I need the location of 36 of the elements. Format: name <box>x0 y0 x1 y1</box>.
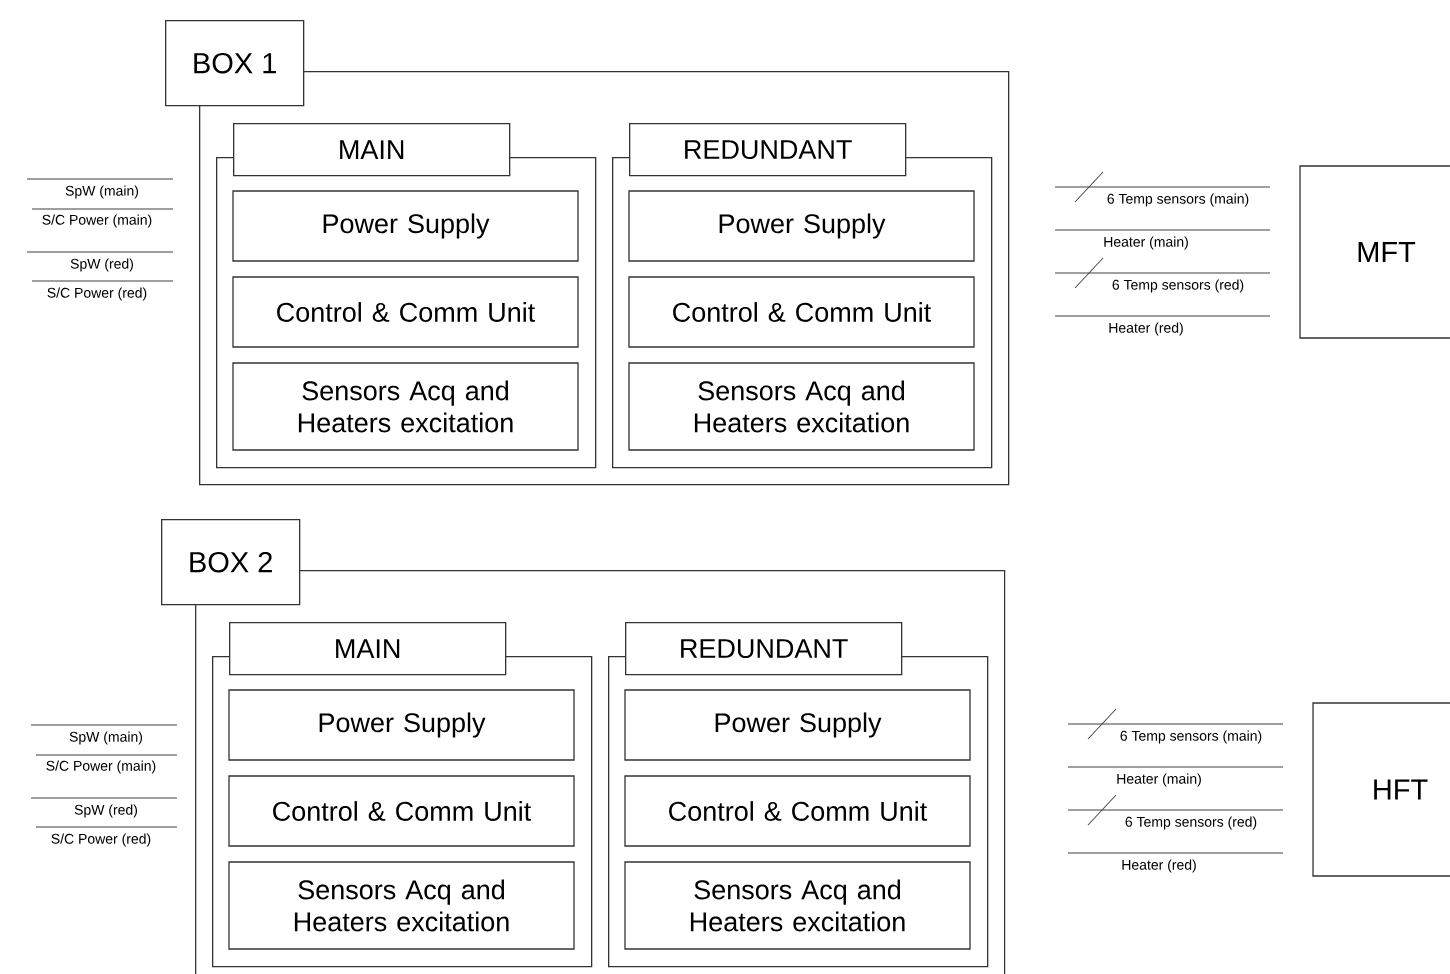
unit-box: Sensors Acq and Heaters excitation <box>228 861 575 950</box>
unit-box: Control & Comm Unit <box>228 775 575 847</box>
signal-label: Heater (red) <box>1122 859 1196 873</box>
node-label: BOX 1 <box>194 52 276 74</box>
signal-label: 6 Temp sensors (red) <box>1112 279 1244 293</box>
signal-label: SpW (main) <box>69 731 143 745</box>
node-label: REDUNDANT <box>681 639 848 659</box>
unit-box: Power Supply <box>232 190 579 262</box>
unit-box: Sensors Acq and Heaters excitation <box>628 362 975 451</box>
node-label: MAIN <box>336 639 400 658</box>
unit-box: Control & Comm Unit <box>624 775 971 847</box>
unit-box: HFT <box>1312 702 1450 877</box>
unit-box: Sensors Acq and Heaters excitation <box>232 362 579 451</box>
signal-label: Heater (main) <box>1117 773 1201 787</box>
signal-label: S/C Power (red) <box>51 833 151 847</box>
node-label: REDUNDANT <box>685 140 852 160</box>
node-label: MAIN <box>340 140 404 159</box>
unit-box: Control & Comm Unit <box>628 276 975 348</box>
unit-box: MFT <box>1299 165 1450 339</box>
signal-label: Heater (red) <box>1109 322 1183 336</box>
signal-label: 6 Temp sensors (main) <box>1107 193 1249 207</box>
unit-box: Sensors Acq and Heaters excitation <box>624 861 971 950</box>
unit-box: Power Supply <box>628 190 975 262</box>
unit-box: Control & Comm Unit <box>232 276 579 348</box>
signal-label: SpW (red) <box>74 804 137 818</box>
signal-label: Heater (main) <box>1104 236 1188 250</box>
signal-label: 6 Temp sensors (red) <box>1125 816 1257 830</box>
signal-label: S/C Power (main) <box>46 760 156 774</box>
signal-label: S/C Power (red) <box>47 287 147 301</box>
signal-label: SpW (main) <box>65 185 139 199</box>
signal-label: 6 Temp sensors (main) <box>1120 730 1262 744</box>
unit-box: Power Supply <box>624 689 971 761</box>
signal-label: SpW (red) <box>70 258 133 272</box>
signal-label: S/C Power (main) <box>42 214 152 228</box>
unit-box: Power Supply <box>228 689 575 761</box>
node-label: BOX 2 <box>190 551 272 573</box>
